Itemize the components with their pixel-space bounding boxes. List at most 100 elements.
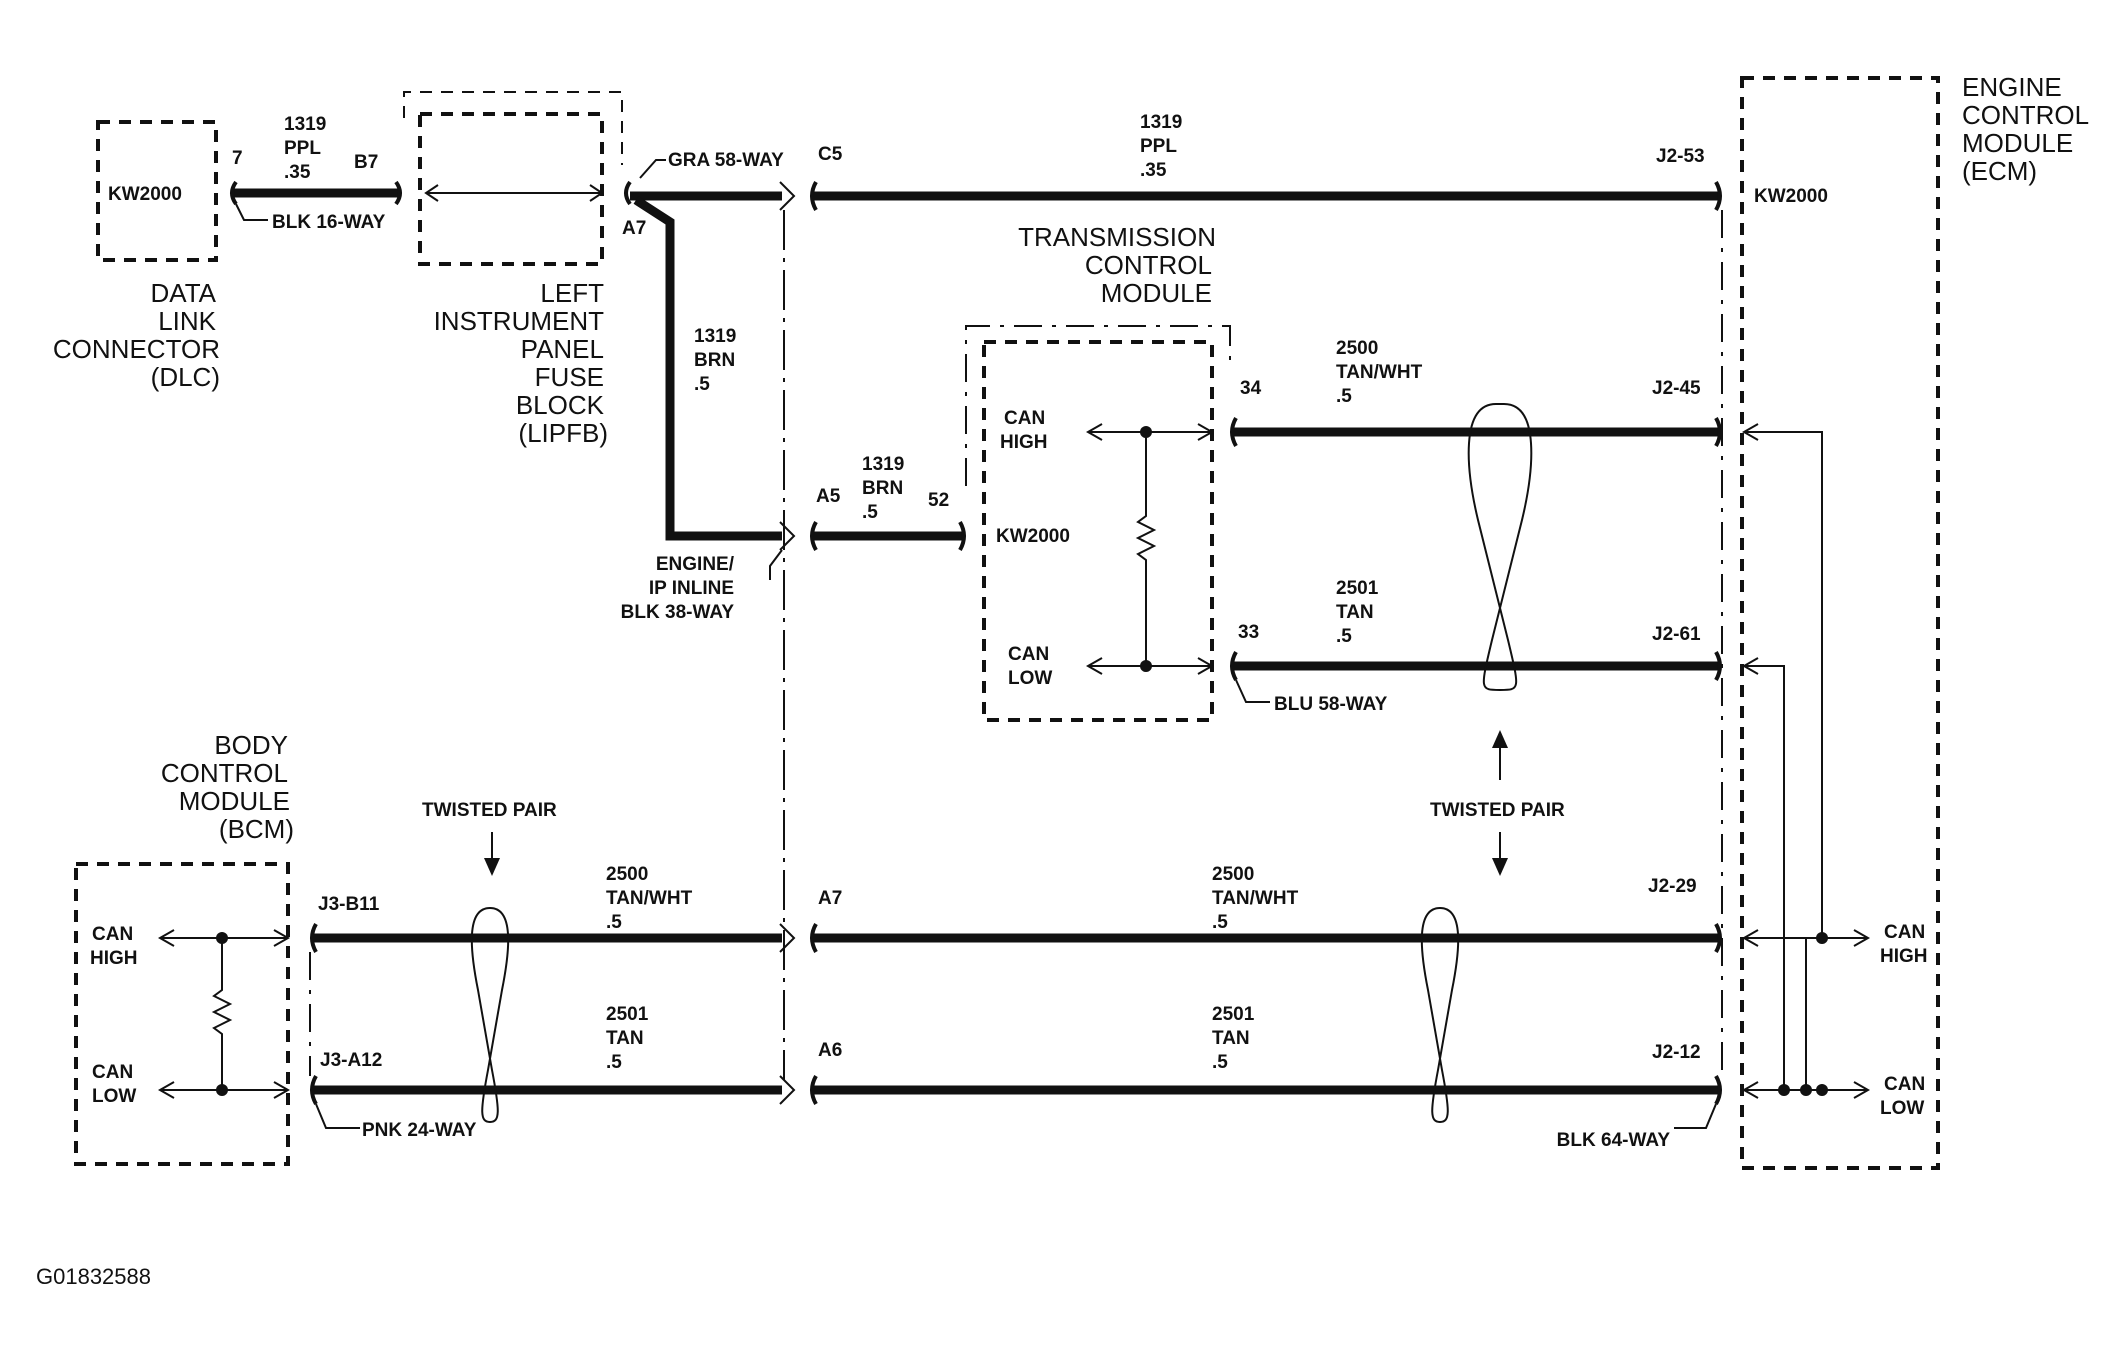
wire-bcm-high-circuit: 2500 <box>606 864 648 885</box>
bcm-connector-label: PNK 24-WAY <box>362 1120 477 1141</box>
dlc-name-line1: DATA <box>151 278 217 308</box>
wire-inline-tcm-circuit: 1319 <box>862 454 904 475</box>
wire-bcm-high-gauge: .5 <box>606 912 622 933</box>
tcm-can-high-arrow <box>1085 423 1103 441</box>
wire-lipfb-down-color: BRN <box>694 350 735 371</box>
bcm-outline <box>74 862 290 1166</box>
ecm-can-high-line2: HIGH <box>1880 946 1928 967</box>
ecm-can-low-line1: CAN <box>1884 1074 1925 1095</box>
wire-tcm-high-color: TAN/WHT <box>1336 362 1423 383</box>
lipfb-a7-terminal <box>624 180 632 206</box>
ecm-can-low-node-3 <box>1816 1084 1828 1096</box>
ecm-pin-j2-61: J2-61 <box>1652 624 1701 645</box>
twisted-pair-bcm <box>470 906 510 1124</box>
ecm-pin-j2-45: J2-45 <box>1652 378 1701 399</box>
lipfb-name-line1: LEFT <box>540 278 604 308</box>
lipfb-connector-leader <box>639 159 666 179</box>
ecm-can-high-node <box>1816 932 1828 944</box>
dlc-outline <box>96 120 218 262</box>
lipfb-arrow-left <box>424 184 439 202</box>
ecm-name-line1: ENGINE <box>1962 72 2062 102</box>
c5-arrow-in <box>779 181 796 211</box>
wire-dlc-lipfb-color: PPL <box>284 138 321 159</box>
ecm-can-low-node-2 <box>1800 1084 1812 1096</box>
figure-id: G01832588 <box>36 1264 151 1289</box>
tcm-termination-resistor <box>1135 432 1157 666</box>
a7-arrow-in <box>779 923 796 953</box>
wire-tcm-high-circuit: 2500 <box>1336 338 1378 359</box>
dlc-module: KW2000 DATA LINK CONNECTOR (DLC) <box>53 120 220 392</box>
ecm-module: KW2000 ENGINE CONTROL MODULE (ECM) CAN H… <box>1740 72 2089 1170</box>
wire-inline-tcm-gauge: .5 <box>862 502 878 523</box>
bcm-can-high-arrow <box>157 929 175 947</box>
bcm-connector-leader <box>315 1103 360 1129</box>
wire-bcm-low-circuit: 2501 <box>606 1004 649 1025</box>
j2-61-terminal <box>1714 651 1722 681</box>
tcm-module: TRANSMISSION CONTROL MODULE KW2000 CAN H… <box>965 222 1231 722</box>
ecm-pin-j2-12: J2-12 <box>1652 1042 1701 1063</box>
tcm-pin-33: 33 <box>1238 622 1259 643</box>
lipfb-name-line4: FUSE <box>535 362 604 392</box>
ecm-outline <box>1740 76 1940 1170</box>
ecm-can-high-arrow-in <box>1741 929 1759 947</box>
lipfb-outer-outline <box>403 91 623 165</box>
wire-bcm-low-gauge: .5 <box>606 1052 622 1073</box>
j2-53-terminal <box>1714 181 1722 211</box>
tcm-name-line2: CONTROL <box>1085 250 1212 280</box>
tcm-connector-label: BLU 58-WAY <box>1274 694 1388 715</box>
dlc-pin-7: 7 <box>232 148 243 169</box>
tcm-pin-34: 34 <box>1240 378 1262 399</box>
bcm-name-line1: BODY <box>214 730 288 760</box>
bcm-can-high-line2: HIGH <box>90 948 138 969</box>
a6-arrow-in <box>779 1075 796 1105</box>
tcm-52-terminal <box>958 521 966 551</box>
twisted-pair-tcm <box>1467 403 1533 692</box>
ecm-pin-j2-53: J2-53 <box>1656 146 1705 167</box>
lipfb-module: LEFT INSTRUMENT PANEL FUSE BLOCK (LIPFB) <box>403 91 623 448</box>
ecm-can-low-line2: LOW <box>1880 1098 1924 1119</box>
dlc-name-line4: (DLC) <box>151 362 220 392</box>
bcm-can-low-line1: CAN <box>92 1062 133 1083</box>
ecm-can-low-arrow-in <box>1741 1081 1759 1099</box>
ecm-j2-45-trace <box>1744 431 1823 938</box>
tcm-can-low-line2: LOW <box>1008 668 1052 689</box>
tcm-protocol-label: KW2000 <box>996 526 1070 547</box>
inline-connector-label-line1: ENGINE/ <box>656 554 735 575</box>
tcm-can-high-line2: HIGH <box>1000 432 1048 453</box>
bcm-name-line3: MODULE <box>179 786 290 816</box>
inline-pin-a6: A6 <box>818 1040 842 1061</box>
j2-45-terminal <box>1714 417 1722 447</box>
ecm-name-line4: (ECM) <box>1962 156 2037 186</box>
bcm-name-line2: CONTROL <box>161 758 288 788</box>
ecm-can-high-line1: CAN <box>1884 922 1925 943</box>
tcm-can-high-arrow-out <box>1197 423 1215 441</box>
wire-tcm-low-gauge: .5 <box>1336 626 1352 647</box>
inline-pin-a7: A7 <box>818 888 842 909</box>
wire-ecm-high-circuit: 2500 <box>1212 864 1254 885</box>
bcm-pin-j3-b11: J3-B11 <box>318 894 380 915</box>
wire-lipfb-down-gauge: .5 <box>694 374 710 395</box>
bcm-pin-j3-a12: J3-A12 <box>320 1050 382 1071</box>
j2-12-terminal <box>1714 1075 1722 1105</box>
ecm-protocol-label: KW2000 <box>1754 186 1828 207</box>
ecm-j2-61-arrow <box>1741 657 1759 675</box>
wire-tcm-low-circuit: 2501 <box>1336 578 1379 599</box>
lipfb-arrow-right <box>589 184 604 202</box>
wire-top-main-gauge: .35 <box>1140 160 1167 181</box>
twisted-pair-ecm <box>1420 906 1460 1124</box>
ecm-name-line2: CONTROL <box>1962 100 2089 130</box>
ecm-j2-61-trace <box>1744 665 1785 1090</box>
tcm-can-low-arrow-out <box>1197 657 1215 675</box>
ecm-connector-label: BLK 64-WAY <box>1557 1130 1671 1151</box>
ecm-pin-j2-29: J2-29 <box>1648 876 1697 897</box>
tcm-name-line3: MODULE <box>1101 278 1212 308</box>
wire-ecm-high-gauge: .5 <box>1212 912 1228 933</box>
lipfb-name-line5: BLOCK <box>516 390 605 420</box>
lipfb-inner-outline <box>418 112 604 266</box>
j2-29-terminal <box>1714 923 1722 953</box>
dlc-pin-terminal <box>230 180 238 206</box>
wire-dlc-lipfb-circuit: 1319 <box>284 114 326 135</box>
wire-dlc-lipfb-gauge: .35 <box>284 162 311 183</box>
bcm-name-line4: (BCM) <box>219 814 294 844</box>
